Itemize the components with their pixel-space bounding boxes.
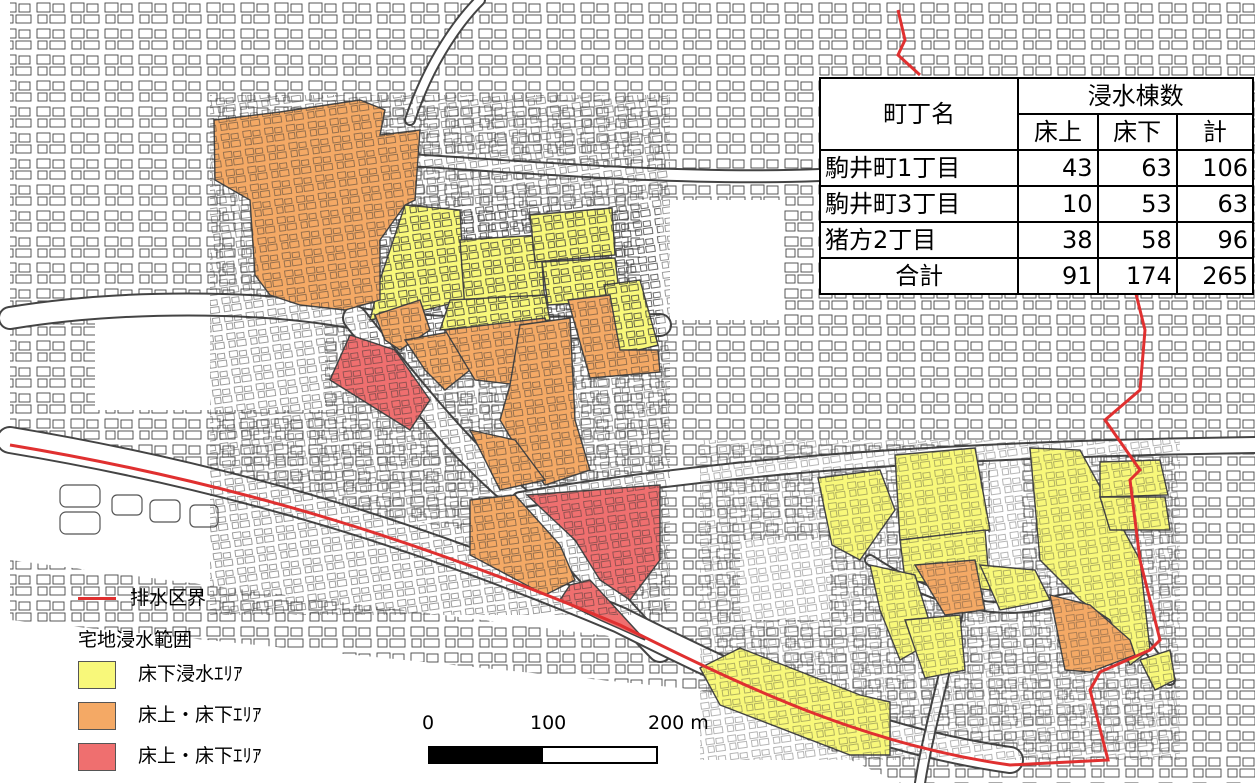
legend-boundary-label: 排水区界 [130, 587, 207, 609]
table-total-row: 合計 91 174 265 [818, 257, 1255, 295]
table-row: 猪方2丁目 38 58 96 [818, 221, 1255, 259]
row-town-name: 駒井町3丁目 [818, 185, 1020, 223]
legend-swatch-yellow [78, 660, 116, 689]
row-floor-above: 43 [1017, 149, 1099, 187]
scale-bar-graphic [428, 746, 658, 764]
row-town-name: 駒井町1丁目 [818, 149, 1020, 187]
row-town-name: 猪方2丁目 [818, 221, 1020, 259]
total-floor-above: 91 [1017, 257, 1099, 295]
drainage-boundary-line [9, 289, 1162, 767]
total-floor-below: 174 [1096, 257, 1178, 295]
total-label: 合計 [818, 257, 1020, 295]
open-lot [10, 620, 900, 783]
row-total: 106 [1175, 149, 1255, 187]
table-row: 駒井町1丁目 43 63 106 [818, 149, 1255, 187]
legend-section-title: 宅地浸水範囲 [78, 629, 193, 651]
scale-bar: 0 100 200 m [420, 712, 709, 772]
flood-building-texture [700, 440, 1180, 760]
legend-item: 床上・床下ｴﾘｱ [78, 700, 262, 730]
legend-item-label: 床下浸水ｴﾘｱ [138, 663, 243, 685]
row-total: 96 [1175, 221, 1255, 259]
scale-segment [430, 748, 543, 762]
flood-statistics-table: 町丁名 浸水棟数 床上 床下 計 駒井町1丁目 43 63 106 駒井町3丁目… [818, 77, 1255, 295]
header-group: 浸水棟数 [1017, 77, 1254, 115]
legend-swatch-red [78, 742, 116, 771]
table-header-row: 町丁名 浸水棟数 [818, 77, 1254, 151]
scale-segment [543, 748, 656, 762]
total-total: 265 [1175, 257, 1255, 295]
flood-building-texture [210, 95, 670, 615]
legend-item-label: 床上・床下ｴﾘｱ [138, 704, 262, 726]
drainage-boundary-line [896, 9, 922, 77]
row-floor-below: 53 [1096, 185, 1178, 223]
legend-item: 床下浸水ｴﾘｱ [78, 659, 243, 689]
legend-item: 床上・床下ｴﾘｱ [78, 741, 262, 771]
scale-label-0: 0 [422, 712, 435, 734]
boundary-line-sample [78, 597, 116, 600]
legend-boundary: 排水区界 [78, 583, 206, 610]
header-floor-below: 床下 [1096, 113, 1178, 151]
legend-item-label: 床上・床下ｴﾘｱ [138, 745, 262, 767]
row-floor-above: 10 [1017, 185, 1099, 223]
table-row: 駒井町3丁目 10 53 63 [818, 185, 1255, 223]
row-floor-below: 58 [1096, 221, 1178, 259]
header-floor-above: 床上 [1017, 113, 1099, 151]
scale-label-200: 200 m [648, 712, 709, 734]
row-total: 63 [1175, 185, 1255, 223]
legend-swatch-orange [78, 701, 116, 730]
header-town: 町丁名 [818, 77, 1020, 151]
header-total: 計 [1175, 113, 1255, 151]
row-floor-below: 63 [1096, 149, 1178, 187]
table-subheader-row: 床上 床下 計 [820, 113, 1255, 151]
row-floor-above: 38 [1017, 221, 1099, 259]
scale-label-100: 100 [530, 712, 567, 734]
